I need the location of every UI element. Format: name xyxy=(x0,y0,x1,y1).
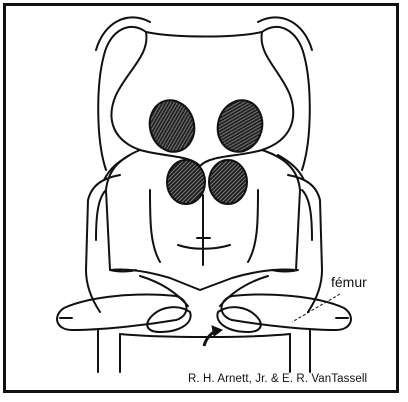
head-outline xyxy=(111,32,293,166)
left-upper-eye xyxy=(144,95,200,157)
right-lower-eye xyxy=(209,160,247,204)
femur-label: fémur xyxy=(331,274,367,290)
head-top xyxy=(146,32,262,37)
illustration-credit: R. H. Arnett, Jr. & E. R. VanTassell xyxy=(188,373,367,385)
left-lower-eye xyxy=(167,160,205,204)
right-trochanter xyxy=(217,307,260,332)
left-hind-femur xyxy=(57,295,186,331)
right-upper-eye xyxy=(212,95,268,157)
right-antenna xyxy=(262,27,310,170)
right-hind-femur xyxy=(222,295,351,331)
left-trochanter xyxy=(147,307,190,332)
